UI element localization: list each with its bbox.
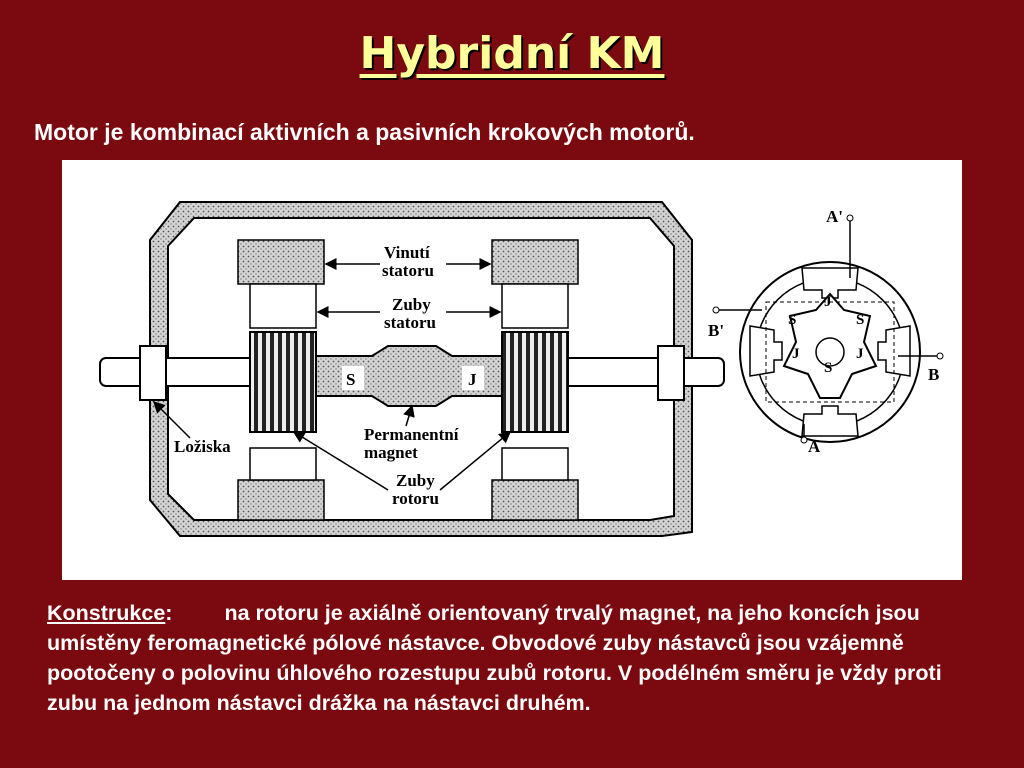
svg-text:Zuby: Zuby [392, 295, 431, 314]
svg-text:rotoru: rotoru [392, 489, 439, 508]
svg-text:Zuby: Zuby [396, 471, 435, 490]
phase-a-label: A [808, 437, 821, 456]
slide-title: Hybridní KM [359, 28, 665, 79]
svg-text:Vinutí: Vinutí [384, 243, 430, 262]
bearings [139, 345, 685, 401]
description-lead: Konstrukce [47, 601, 166, 625]
svg-text:statoru: statoru [384, 313, 436, 332]
permanent-magnet: S J [315, 345, 503, 407]
pole-s-bottom: S [824, 360, 832, 376]
permanent-magnet-label: Permanentní magnet [364, 404, 459, 462]
description-body: na rotoru je axiálně orientovaný trvalý … [47, 601, 942, 715]
stator-winding-label: Vinutí statoru [324, 243, 492, 280]
pole-j-top: J [824, 294, 832, 310]
pole-s-left: S [788, 312, 796, 328]
magnet-north-label: J [468, 370, 477, 389]
cross-section-view: A' B' B A J S S J J S [708, 207, 944, 456]
svg-text:Ložiska: Ložiska [174, 437, 231, 456]
pole-j-left: J [792, 346, 800, 362]
svg-text:magnet: magnet [364, 443, 418, 462]
stator-teeth-label: Zuby statoru [316, 295, 502, 332]
description-text: Konstrukce:na rotoru je axiálně orientov… [47, 598, 982, 718]
motor-diagram: S J Vinutí statoru Zuby statoru Permanen… [62, 160, 962, 580]
svg-text:Permanentní: Permanentní [364, 425, 459, 444]
phase-a-prime-label: A' [826, 207, 843, 226]
pole-j-right: J [856, 346, 864, 362]
pole-s-right: S [856, 312, 864, 328]
svg-text:statoru: statoru [382, 261, 434, 280]
description-colon: : [165, 601, 173, 625]
rotor-teeth-label: Zuby rotoru [292, 431, 512, 508]
phase-b-label: B [928, 365, 939, 384]
phase-b-prime-label: B' [708, 321, 724, 340]
rotor-teeth-stacks [249, 331, 569, 433]
stator-teeth [249, 283, 569, 481]
slide-subtitle: Motor je kombinací aktivních a pasivních… [34, 119, 695, 145]
bearings-label: Ložiska [152, 400, 231, 456]
magnet-south-label: S [346, 370, 355, 389]
